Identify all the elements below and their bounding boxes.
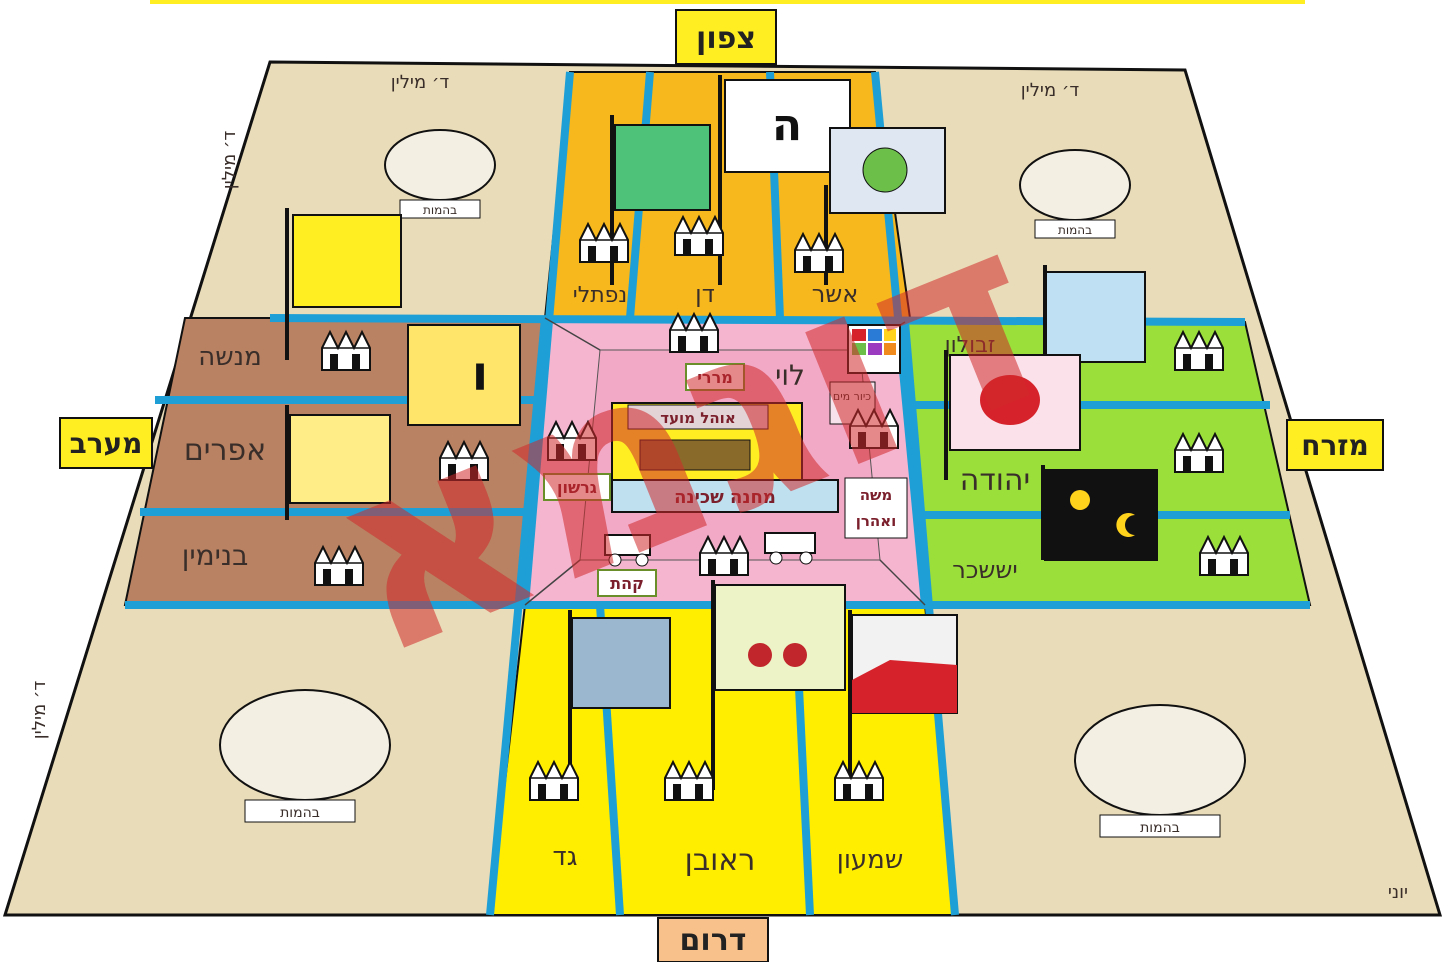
flag-icon [615,125,710,210]
distance-label-ne: ד׳ מילין [1021,80,1080,101]
animals-label-ne: בהמות [1058,223,1092,237]
tent-icon [835,762,883,800]
distance-label-w-top: ד׳ מילין [219,131,240,190]
svg-text:ה: ה [772,100,802,151]
south-label: דרום [680,923,747,958]
west-label: מערב [70,427,143,460]
east-label: מזרח [1301,429,1369,462]
tribe-name-shimon: שמעון [837,845,904,875]
west-banner: מערב [60,418,152,468]
animals-label-nw: בהמות [423,203,457,217]
tribe-name-efraim: אפרים [184,433,266,468]
tribe-name-menashe: מנשה [198,342,261,372]
animals-label-sw: בהמות [280,805,320,821]
flag-icon [293,215,401,307]
animals-label-se: בהמות [1140,820,1180,836]
tribe-name-binyamin: בנימין [182,539,249,572]
camel-icon [220,690,390,800]
top-banner-strip [150,0,1305,4]
tent-icon [322,332,370,370]
north-label: צפון [696,21,756,56]
flag-icon [715,585,845,690]
camel-icon [1020,150,1130,220]
tent-icon [580,224,628,262]
tribe-name-gad: גד [553,842,578,872]
animals-ne: בהמות [1020,150,1130,238]
animals-nw: בהמות [385,130,495,218]
distance-label-nw: ד׳ מילין [391,72,450,93]
tribe-name-yissachar: יששכר [952,556,1018,584]
tent-icon [675,217,723,255]
tent-icon [665,762,713,800]
flag-icon [1045,272,1145,362]
flag-icon [1045,470,1157,560]
tent-icon [1200,537,1248,575]
artist-signature: יוני [1388,882,1408,903]
camel-icon [385,130,495,200]
animals-se: בהמות [1075,705,1245,837]
north-banner: צפון [676,10,776,64]
tent-icon [530,762,578,800]
camel-icon [1075,705,1245,815]
tent-icon [1175,332,1223,370]
tent-icon [1175,434,1223,472]
south-banner: דרום [658,918,768,962]
distance-label-w-bottom: ד׳ מילין [29,681,50,740]
tribe-name-reuven: ראובן [685,843,756,878]
east-banner: מזרח [1287,420,1383,470]
